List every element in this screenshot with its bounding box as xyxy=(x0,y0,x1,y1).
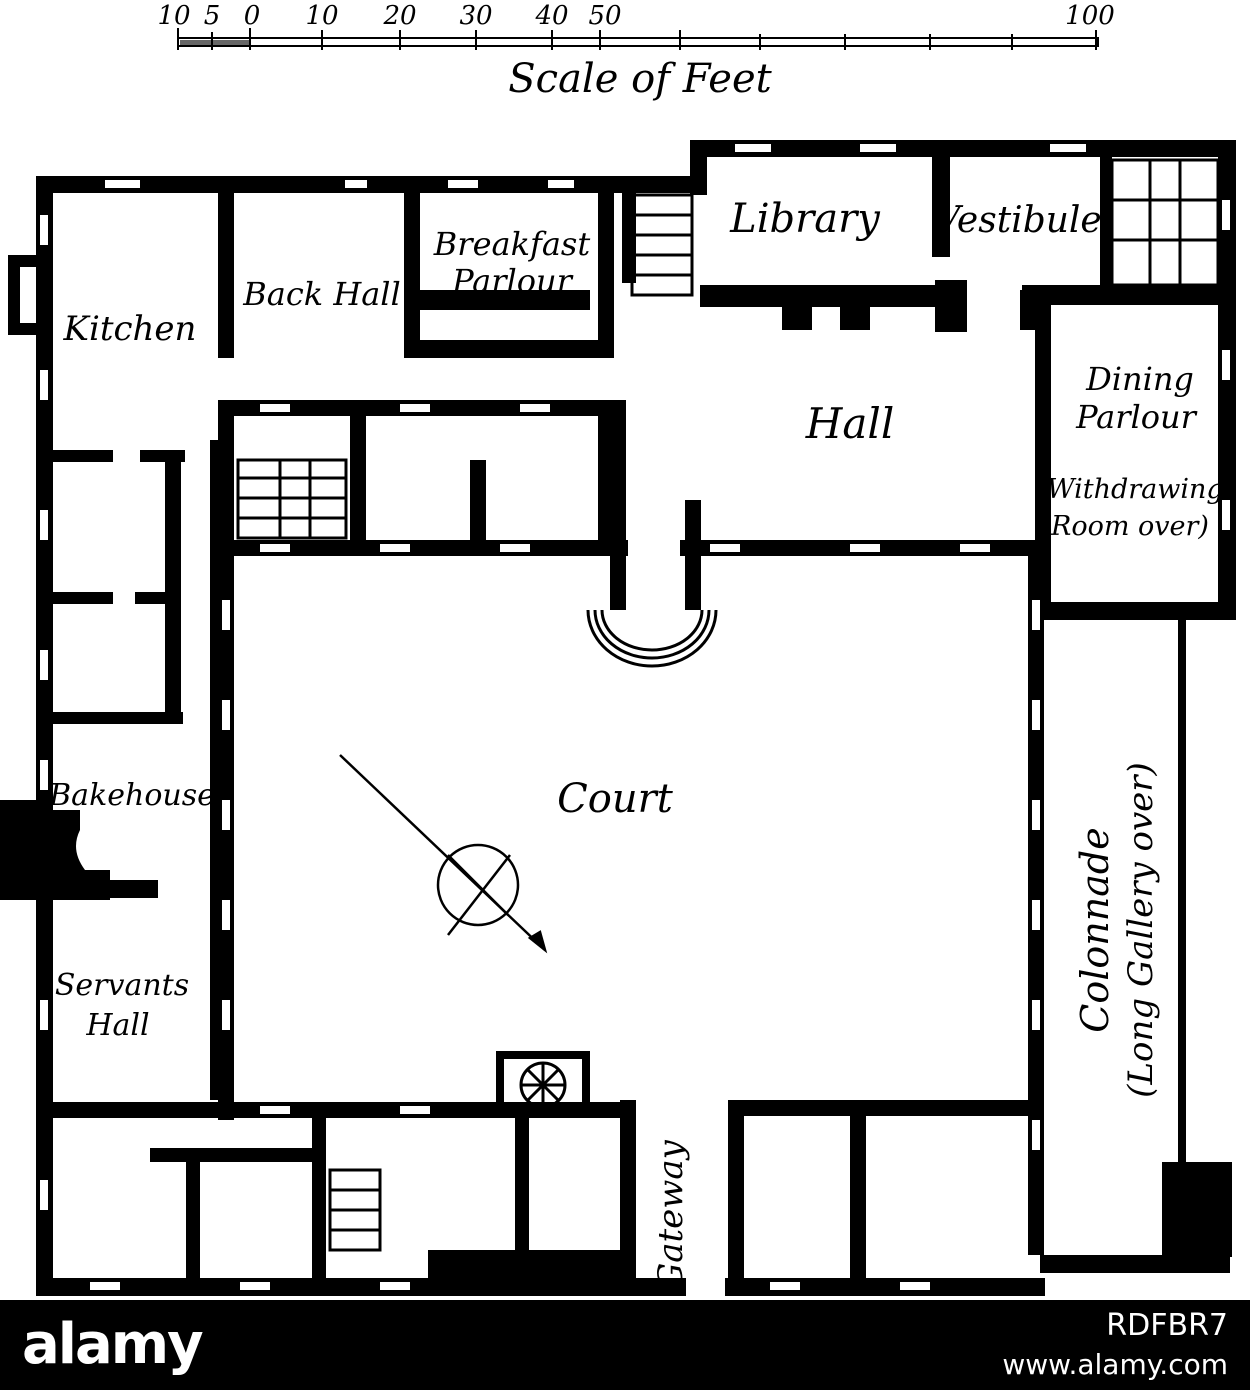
room-label-library: Library xyxy=(729,196,881,242)
room-label-back-hall: Back Hall xyxy=(242,275,401,313)
room-label-dining: Dining xyxy=(1085,360,1194,398)
walls xyxy=(0,140,1236,1296)
room-label-parlour: Parlour xyxy=(451,262,574,300)
scale-caption: Scale of Feet xyxy=(508,56,772,102)
room-label-bakehouse: Bakehouse xyxy=(48,778,215,813)
scale-tick-label: 30 xyxy=(459,1,492,31)
room-label-vestibule: Vestibule xyxy=(934,200,1102,241)
room-label-breakfast: Breakfast xyxy=(433,225,591,263)
room-label-court: Court xyxy=(557,776,674,822)
room-label-kitchen: Kitchen xyxy=(63,309,197,349)
room-label-room-over: Room over) xyxy=(1050,511,1209,542)
scale-tick-label: 50 xyxy=(588,1,621,31)
staircases xyxy=(236,158,1224,1252)
footer-bar: alamy RDFBR7 www.alamy.com xyxy=(0,1300,1250,1390)
scale-tick-label: 100 xyxy=(1065,1,1115,31)
room-label-hall: Hall xyxy=(805,399,895,448)
room-labels: Kitchen Back Hall Breakfast Parlour Libr… xyxy=(48,196,1224,1290)
room-label-colonnade: Colonnade xyxy=(1073,827,1117,1032)
scale-tick-label: 0 xyxy=(244,1,261,31)
scale-tick-label: 10 xyxy=(157,1,190,31)
room-label-long-gallery: (Long Gallery over) xyxy=(1121,762,1161,1098)
room-label-servants: Servants xyxy=(55,968,189,1003)
room-label-withdrawing: (Withdrawing xyxy=(1036,474,1223,505)
scale-tick-label: 20 xyxy=(382,1,416,31)
floor-plan: 10 5 0 10 20 30 40 50 100 Scale of Feet xyxy=(0,1,1236,1296)
site-link[interactable]: www.alamy.com xyxy=(1002,1348,1228,1381)
room-label-dining-parlour: Parlour xyxy=(1075,398,1198,436)
compass-icon xyxy=(339,754,548,954)
scale-tick-label: 5 xyxy=(204,1,221,31)
scale-tick-label: 40 xyxy=(534,1,568,31)
room-label-gateway: Gateway xyxy=(651,1139,691,1290)
scale-bar: 10 5 0 10 20 30 40 50 100 Scale of Feet xyxy=(157,1,1114,102)
room-label-servants-hall: Hall xyxy=(85,1008,149,1043)
scale-tick-label: 10 xyxy=(305,1,338,31)
image-id: RDFBR7 xyxy=(1106,1308,1228,1343)
brand-logo[interactable]: alamy xyxy=(22,1312,204,1377)
